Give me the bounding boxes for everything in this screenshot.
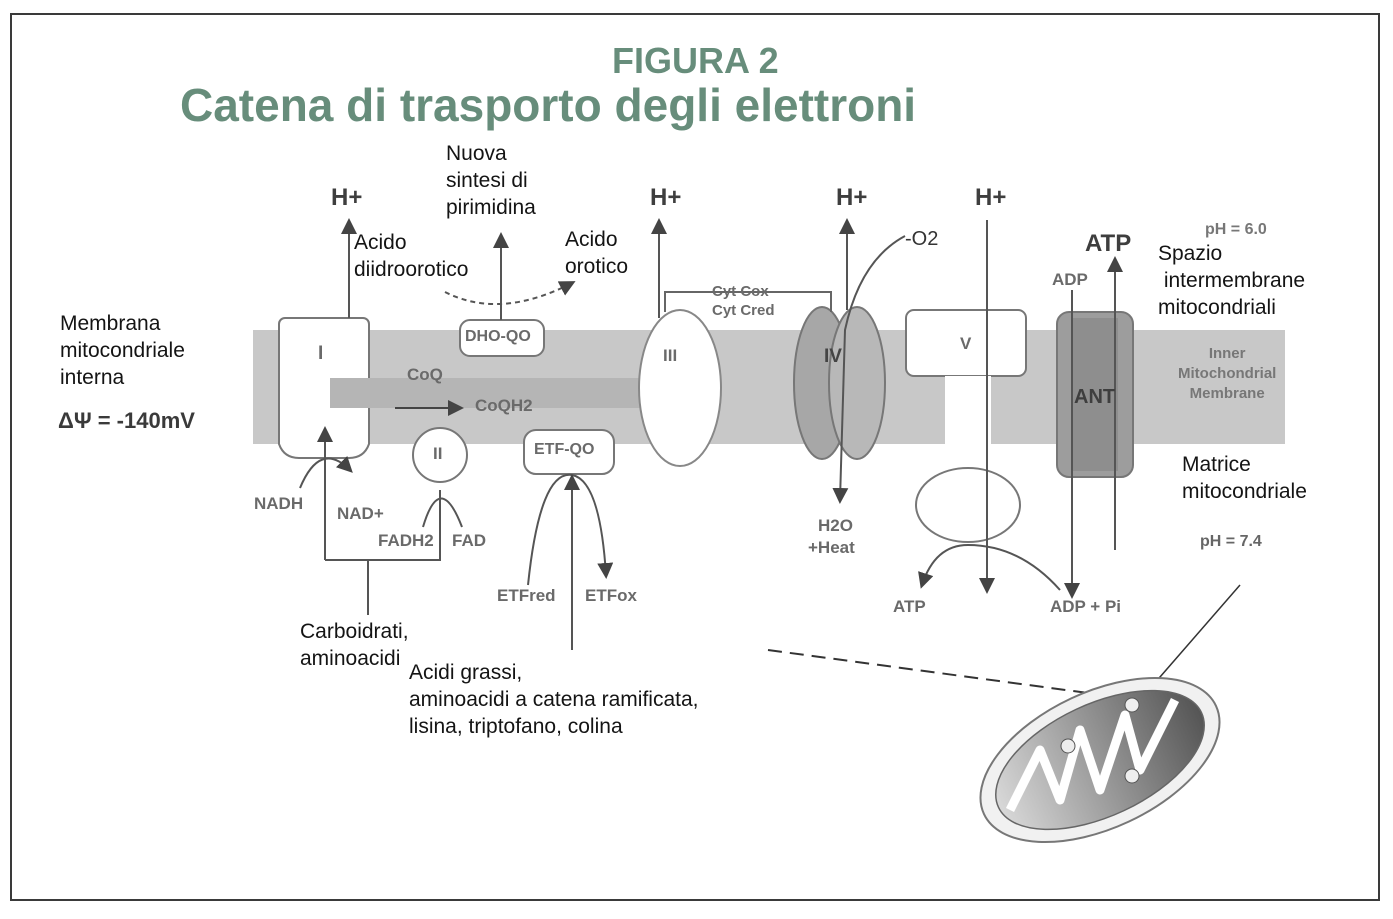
mitochondrion-cristae [1005, 697, 1180, 813]
h-plus-label-i: H+ [331, 184, 363, 211]
acido-orotico-label: Acido orotico [565, 228, 629, 278]
complex-iii-label: III [663, 346, 678, 365]
coqh2-label: CoQH2 [475, 396, 533, 415]
mito-granule-3 [1124, 768, 1140, 784]
complex-ii-label: II [433, 444, 443, 463]
cyt-ox-label: Cyt Cox [712, 283, 769, 300]
nuova-sintesi-label: Nuova sintesi di pirimidina [446, 142, 536, 219]
complex-v-stalk [945, 376, 991, 476]
inner-membrane-en-label: Inner Mitochondrial Membrane [1178, 345, 1277, 402]
membrana-label: Membrana mitocondriale interna [60, 312, 185, 389]
atp-synthase-curve [918, 543, 1061, 591]
coq-label: CoQ [407, 365, 443, 384]
adp-top-label: ADP [1052, 270, 1088, 289]
delta-psi-label: ΔΨ = -140mV [58, 408, 195, 433]
ph-bottom-label: pH = 7.4 [1200, 533, 1262, 550]
fadh2-label: FADH2 [378, 531, 434, 550]
h-plus-label-v: H+ [975, 184, 1007, 211]
atp-top-label: ATP [1085, 230, 1132, 257]
h-plus-label-iii: H+ [650, 184, 682, 211]
dho-dashed-curve [444, 281, 576, 306]
adp-pi-label: ADP + Pi [1050, 597, 1122, 616]
mitochondrion-inner [995, 689, 1205, 831]
h-plus-label-iv: H+ [836, 184, 868, 211]
mito-granule-1 [1124, 697, 1140, 713]
figure-title: Catena di trasporto degli elettroni [180, 79, 917, 131]
complex-i-label: I [318, 343, 324, 364]
etf-red-label: ETFred [497, 586, 556, 605]
etf-curve [527, 473, 614, 586]
figure-number: FIGURA 2 [612, 40, 779, 81]
nadh-curve [299, 455, 353, 489]
coq-bar [330, 378, 685, 408]
matrice-label: Matrice mitocondriale [1182, 453, 1307, 503]
complex-ii-shape [412, 427, 468, 483]
fad-label: FAD [452, 531, 486, 550]
ant-inner [1072, 318, 1118, 471]
carbo-connector [325, 490, 441, 561]
etf-ox-label: ETFox [585, 586, 637, 605]
mito-granule-2 [1060, 738, 1076, 754]
dho-qo-label: DHO-QO [465, 328, 531, 345]
o2-label: -O2 [905, 228, 939, 250]
complex-iii-shape [638, 309, 722, 467]
atp-bottom-label: ATP [893, 597, 926, 616]
nadh-label: NADH [254, 494, 304, 513]
ph-top-label: pH = 6.0 [1205, 221, 1267, 238]
mito-link-dashed [767, 649, 1141, 701]
fad-curve [422, 497, 463, 528]
complex-v-rotor [915, 467, 1021, 543]
heat-label: +Heat [808, 538, 855, 557]
cyt-c-bracket [664, 291, 832, 312]
nad-label: NAD+ [337, 504, 384, 523]
complex-iv-label: IV [824, 346, 842, 367]
spazio-intermembrane-label: Spazio intermembrane mitocondriali [1158, 242, 1306, 319]
complex-iv-shape-b [828, 306, 886, 460]
ant-label: ANT [1074, 386, 1116, 408]
etf-qo-label: ETF-QO [534, 441, 595, 458]
acidi-grassi-label: Acidi grassi, aminoacidi a catena ramifi… [409, 661, 699, 738]
acido-diidroorotico-label: Acido diidroorotico [354, 231, 469, 281]
cyt-red-label: Cyt Cred [712, 302, 775, 319]
figure-frame [10, 13, 1380, 901]
o2-curve [832, 235, 906, 504]
complex-v-label: V [960, 334, 972, 353]
h2o-label: H2O [818, 516, 853, 535]
carboidrati-label: Carboidrati, aminoacidi [300, 620, 409, 670]
